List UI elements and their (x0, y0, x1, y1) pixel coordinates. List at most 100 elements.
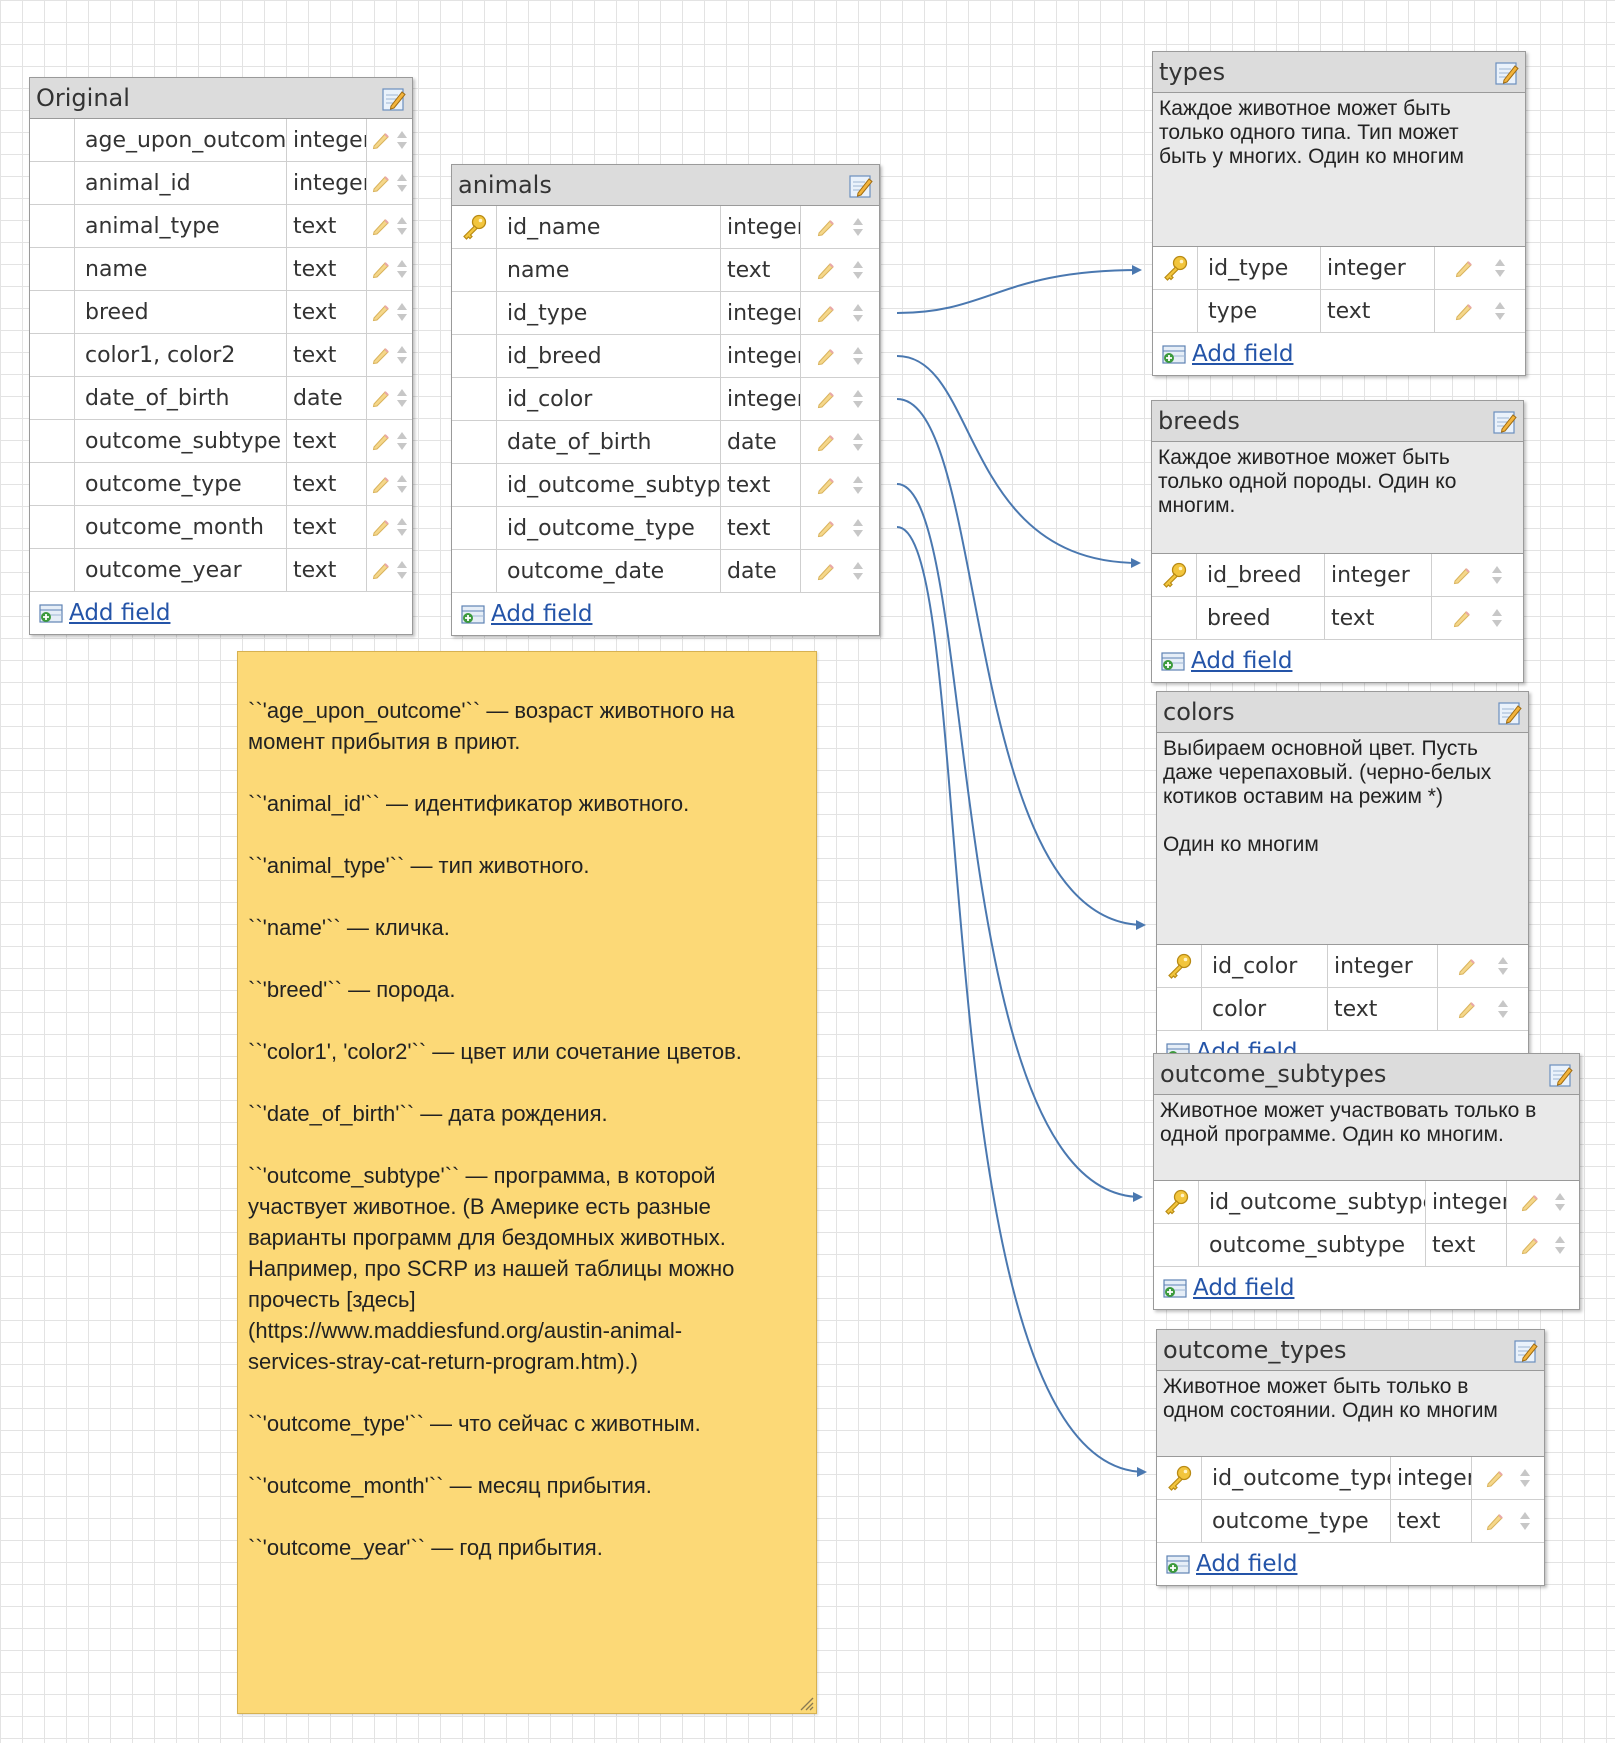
edit-field-pencil-icon[interactable] (1454, 301, 1474, 321)
field-type[interactable]: integer (287, 119, 367, 161)
reorder-field-icon[interactable] (396, 388, 408, 408)
edit-field-pencil-icon[interactable] (1520, 1235, 1540, 1255)
field-type[interactable]: text (1328, 988, 1438, 1030)
field-name[interactable]: age_upon_outcome (75, 119, 287, 161)
reorder-field-icon[interactable] (1497, 956, 1509, 976)
table-header[interactable]: colors (1157, 692, 1528, 733)
table-header[interactable]: animals (452, 165, 879, 206)
edit-table-icon[interactable] (848, 173, 874, 199)
field-name[interactable]: id_breed (497, 335, 721, 377)
field-name[interactable]: id_color (1202, 945, 1328, 987)
field-type[interactable]: text (287, 334, 367, 376)
add-field-link[interactable]: Add field (1193, 1275, 1295, 1301)
reorder-field-icon[interactable] (1554, 1192, 1566, 1212)
edit-table-icon[interactable] (1497, 700, 1523, 726)
reorder-field-icon[interactable] (1497, 999, 1509, 1019)
field-name[interactable]: color (1202, 988, 1328, 1030)
reorder-field-icon[interactable] (852, 217, 864, 237)
reorder-field-icon[interactable] (396, 560, 408, 580)
add-field-link[interactable]: Add field (1191, 648, 1293, 674)
edit-field-pencil-icon[interactable] (371, 216, 391, 236)
edit-field-pencil-icon[interactable] (371, 560, 391, 580)
reorder-field-icon[interactable] (396, 130, 408, 150)
field-name[interactable]: name (75, 248, 287, 290)
field-type[interactable]: integer (1426, 1181, 1507, 1223)
reorder-field-icon[interactable] (1519, 1511, 1531, 1531)
reorder-field-icon[interactable] (1491, 565, 1503, 585)
field-type[interactable]: integer (721, 292, 801, 334)
field-type[interactable]: integer (721, 206, 801, 248)
field-type[interactable]: text (287, 248, 367, 290)
field-name[interactable]: id_color (497, 378, 721, 420)
reorder-field-icon[interactable] (396, 173, 408, 193)
edit-field-pencil-icon[interactable] (816, 303, 836, 323)
field-type[interactable]: integer (1325, 554, 1432, 596)
table-header[interactable]: breeds (1152, 401, 1523, 442)
field-name[interactable]: breed (75, 291, 287, 333)
reorder-field-icon[interactable] (852, 518, 864, 538)
table-header[interactable]: Original (30, 78, 412, 119)
reorder-field-icon[interactable] (396, 259, 408, 279)
add-field-link[interactable]: Add field (69, 600, 171, 626)
field-name[interactable]: id_outcome_type (497, 507, 721, 549)
reorder-field-icon[interactable] (852, 389, 864, 409)
edit-field-pencil-icon[interactable] (1485, 1511, 1505, 1531)
reorder-field-icon[interactable] (1519, 1468, 1531, 1488)
field-name[interactable]: color1, color2 (75, 334, 287, 376)
field-type[interactable]: text (287, 291, 367, 333)
field-name[interactable]: outcome_month (75, 506, 287, 548)
edit-field-pencil-icon[interactable] (816, 432, 836, 452)
reorder-field-icon[interactable] (852, 475, 864, 495)
field-type[interactable]: date (287, 377, 367, 419)
field-name[interactable]: outcome_subtype (1199, 1224, 1426, 1266)
field-type[interactable]: text (287, 420, 367, 462)
reorder-field-icon[interactable] (852, 303, 864, 323)
reorder-field-icon[interactable] (852, 260, 864, 280)
edit-field-pencil-icon[interactable] (371, 431, 391, 451)
add-field-icon[interactable] (1165, 1553, 1191, 1575)
edit-field-pencil-icon[interactable] (1452, 608, 1472, 628)
reorder-field-icon[interactable] (396, 431, 408, 451)
edit-table-icon[interactable] (1494, 60, 1520, 86)
add-field-icon[interactable] (1161, 343, 1187, 365)
reorder-field-icon[interactable] (852, 561, 864, 581)
add-field-link[interactable]: Add field (1196, 1551, 1298, 1577)
table-header[interactable]: outcome_subtypes (1154, 1054, 1579, 1095)
reorder-field-icon[interactable] (396, 216, 408, 236)
field-name[interactable]: id_outcome_subtype (497, 464, 721, 506)
add-field-link[interactable]: Add field (491, 601, 593, 627)
field-type[interactable]: text (287, 205, 367, 247)
field-type[interactable]: text (721, 249, 801, 291)
field-type[interactable]: integer (1321, 247, 1435, 289)
edit-field-pencil-icon[interactable] (816, 260, 836, 280)
reorder-field-icon[interactable] (1554, 1235, 1566, 1255)
field-type[interactable]: text (1426, 1224, 1507, 1266)
sticky-note[interactable]: ``'age_upon_outcome'`` — возраст животно… (237, 651, 817, 1714)
reorder-field-icon[interactable] (1494, 258, 1506, 278)
field-name[interactable]: id_name (497, 206, 721, 248)
field-type[interactable]: date (721, 421, 801, 463)
edit-field-pencil-icon[interactable] (1457, 956, 1477, 976)
edit-field-pencil-icon[interactable] (371, 259, 391, 279)
field-name[interactable]: animal_id (75, 162, 287, 204)
reorder-field-icon[interactable] (852, 432, 864, 452)
